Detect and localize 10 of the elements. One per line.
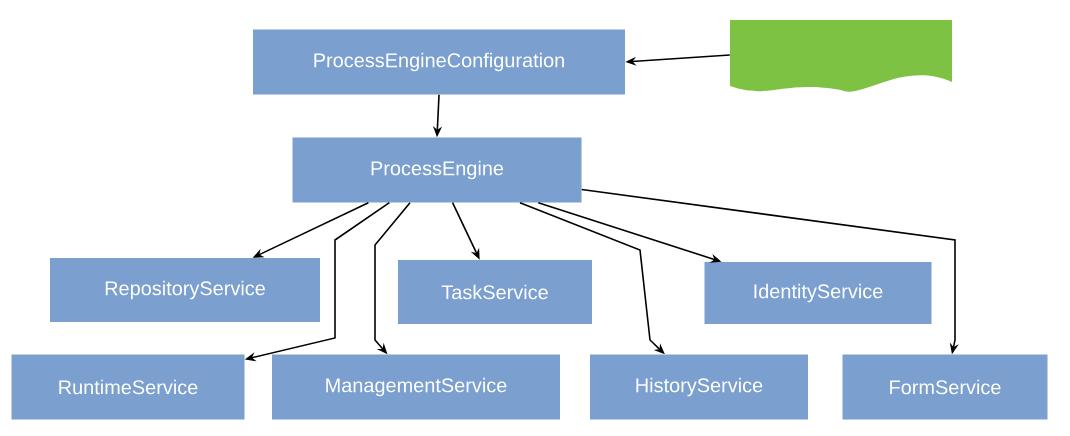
class-box: ProcessEngineConfiguration xyxy=(253,29,625,95)
class-box: FormService xyxy=(842,354,1048,420)
class-box: HistoryService xyxy=(590,354,808,420)
class-box: ManagementService xyxy=(272,354,560,420)
document-shape xyxy=(730,20,952,92)
class-box: RuntimeService xyxy=(11,354,245,420)
class-box: ProcessEngine xyxy=(292,137,582,203)
class-box: TaskService xyxy=(398,260,592,324)
class-box: RepositoryService xyxy=(50,258,320,322)
class-box: IdentityService xyxy=(704,262,932,324)
